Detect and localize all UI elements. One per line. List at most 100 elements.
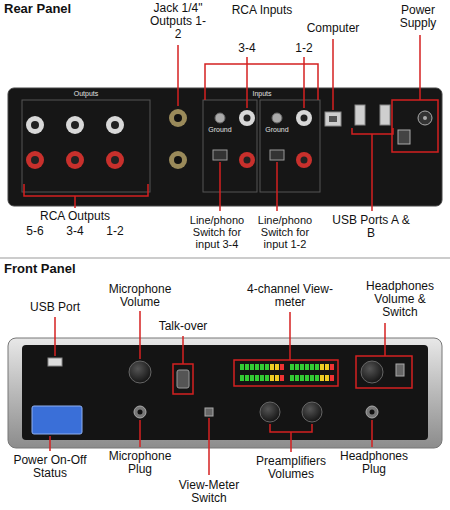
leader-line <box>419 35 421 100</box>
meter-led <box>325 364 329 370</box>
rear-device <box>239 110 255 126</box>
front-device <box>134 406 146 418</box>
leader-line <box>50 311 412 475</box>
rear-device <box>106 116 124 134</box>
channel-number: 3-4 <box>232 42 262 55</box>
meter-led <box>240 375 244 381</box>
rear-device <box>26 151 44 169</box>
rear-device <box>296 152 312 168</box>
meter-led <box>330 364 334 370</box>
rear-device <box>272 113 282 123</box>
front-device <box>370 410 375 415</box>
callout-label: USB Port <box>22 301 88 314</box>
panel-print: Inputs <box>232 90 292 98</box>
rear-device <box>169 109 187 127</box>
callout-label: 4-channel View-meter <box>243 283 337 309</box>
rear-device <box>31 156 39 164</box>
front-device <box>177 370 189 388</box>
leader-line <box>352 128 393 134</box>
front-device <box>138 410 143 415</box>
front-device <box>205 408 213 416</box>
rear-device <box>215 113 225 123</box>
channel-number: 5-6 <box>20 225 50 238</box>
leader-line <box>177 45 179 106</box>
rear-device <box>244 157 251 164</box>
rear-device <box>26 116 44 134</box>
leader-line <box>49 436 51 451</box>
meter-led <box>245 375 249 381</box>
rear-device <box>380 105 390 125</box>
leader-line <box>356 356 412 388</box>
front-device <box>366 406 378 418</box>
callout-label: Headphones Volume & Switch <box>358 280 442 319</box>
meter-led <box>240 364 244 370</box>
leader-line <box>139 420 141 447</box>
rear-device <box>418 111 432 125</box>
rear-device <box>329 116 337 122</box>
callout-label: Jack 1/4" Outputs 1-2 <box>148 2 208 41</box>
meter-led <box>290 364 294 370</box>
callout-label: Preamplifiers Volumes <box>244 455 338 481</box>
callout-label: Power Supply <box>390 4 446 30</box>
front-device <box>396 364 404 376</box>
meter-led <box>250 364 254 370</box>
leader-line <box>303 57 305 108</box>
rear-device <box>423 116 427 120</box>
meter-led <box>315 375 319 381</box>
meter-led <box>300 364 304 370</box>
rear-device <box>106 151 124 169</box>
rear-device <box>71 121 79 129</box>
meter-led <box>330 375 334 381</box>
leader-line <box>205 64 318 100</box>
rear-device <box>8 88 442 206</box>
meter-led <box>265 364 269 370</box>
leader-line <box>234 360 338 386</box>
front-device <box>48 358 62 366</box>
callout-label: RCA Outputs <box>25 210 125 223</box>
meter-led <box>305 375 309 381</box>
front-device <box>260 402 280 422</box>
leader-line <box>173 364 193 394</box>
rear-device <box>239 152 255 168</box>
rear-device <box>398 130 410 144</box>
leader-line <box>139 311 141 359</box>
front-device <box>32 406 82 434</box>
rear-device <box>174 156 182 164</box>
section-heading: Front Panel <box>4 262 104 276</box>
front-device <box>361 361 383 383</box>
channel-number: 1-2 <box>289 42 319 55</box>
callout-label: Line/phono Switch for input 3-4 <box>182 214 252 250</box>
meter-led <box>275 375 279 381</box>
front-device <box>240 364 334 381</box>
rear-device <box>244 115 251 122</box>
meter-led <box>325 375 329 381</box>
rear-device <box>203 100 257 192</box>
leader-line <box>219 162 221 211</box>
meter-led <box>305 364 309 370</box>
meter-led <box>255 364 259 370</box>
panel-print: Ground <box>200 126 240 134</box>
rear-device <box>66 151 84 169</box>
channel-number: 3-4 <box>60 225 90 238</box>
leader-line <box>384 323 386 356</box>
rear-device <box>213 150 227 160</box>
callout-label: Microphone Plug <box>96 450 184 476</box>
front-device <box>129 361 151 383</box>
rear-device <box>66 116 84 134</box>
rear-device <box>31 121 39 129</box>
meter-led <box>255 375 259 381</box>
callout-label: Computer <box>302 22 364 35</box>
meter-led <box>260 364 264 370</box>
meter-led <box>280 364 284 370</box>
rear-device <box>355 105 365 125</box>
meter-led <box>290 375 294 381</box>
leader-line <box>208 418 210 475</box>
leader-line <box>182 336 184 364</box>
rear-device <box>260 100 320 192</box>
rear-device <box>71 156 79 164</box>
meter-led <box>315 364 319 370</box>
rear-device <box>22 100 150 192</box>
leader-line <box>289 312 291 360</box>
channel-number: 1-2 <box>100 225 130 238</box>
